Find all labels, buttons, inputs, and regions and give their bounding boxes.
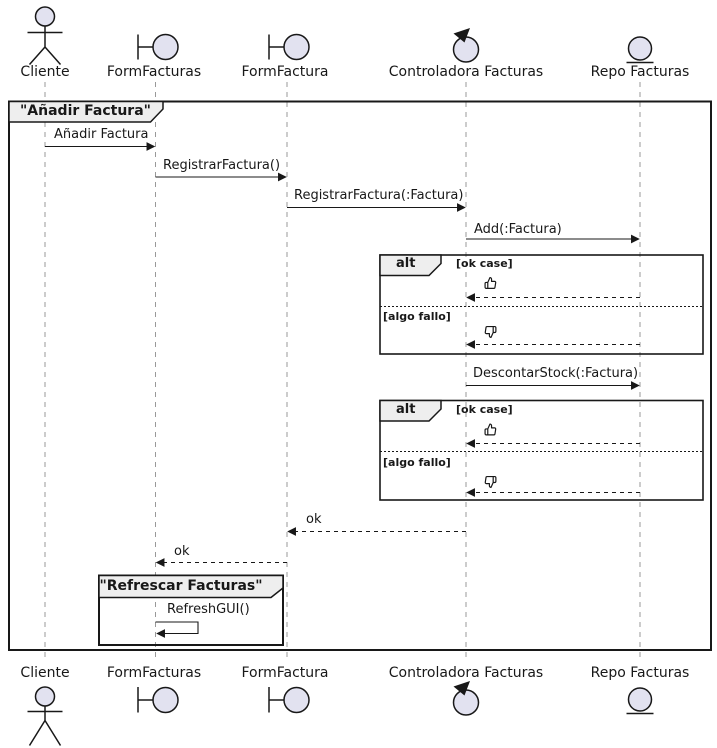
alt-1-guard-fail: [algo fallo] bbox=[383, 309, 451, 323]
boundary-icon bbox=[137, 686, 179, 714]
control-icon bbox=[452, 681, 480, 716]
message-label-registrar-factura-param: RegistrarFactura(:Factura) bbox=[294, 188, 464, 203]
participant-label-controladora-top: Controladora Facturas bbox=[388, 64, 544, 80]
message-label-registrar-factura: RegistrarFactura() bbox=[163, 157, 281, 173]
participant-label-controladora-bottom: Controladora Facturas bbox=[388, 665, 544, 681]
alt-2-operator: alt bbox=[396, 402, 416, 417]
alt-1-operator: alt bbox=[396, 256, 416, 271]
thumbs-down-icon bbox=[484, 475, 497, 488]
participant-icons-bottom bbox=[27, 681, 654, 746]
alt-1-guard-ok: [ok case] bbox=[456, 257, 513, 270]
participant-label-repo-bottom: Repo Facturas bbox=[590, 665, 690, 681]
alt-2-guard-fail: [algo fallo] bbox=[383, 455, 451, 469]
thumbs-down-icon bbox=[484, 325, 497, 338]
participant-label-formfacturas-top: FormFacturas bbox=[106, 64, 202, 80]
outer-frame bbox=[8, 100, 712, 651]
alt-fragment-2 bbox=[379, 399, 704, 501]
participant-label-repo-top: Repo Facturas bbox=[590, 64, 690, 80]
entity-icon bbox=[626, 687, 654, 715]
alt-2-guard-ok: [ok case] bbox=[456, 402, 513, 416]
message-label-ok-1: ok bbox=[306, 512, 322, 527]
message-label-anadir-factura: Añadir Factura bbox=[54, 127, 149, 142]
refrescar-frame bbox=[98, 574, 284, 646]
entity-icon bbox=[626, 36, 654, 64]
participant-label-formfactura-bottom: FormFactura bbox=[241, 665, 329, 681]
alt-1-operator-tab bbox=[379, 254, 442, 277]
participant-label-formfacturas-bottom: FormFacturas bbox=[106, 665, 202, 681]
participant-label-cliente-bottom: Cliente bbox=[20, 665, 70, 681]
participant-icons-top bbox=[27, 6, 654, 65]
participant-label-formfactura-top: FormFactura bbox=[241, 64, 329, 80]
alt-2-operator-tab bbox=[379, 399, 442, 422]
outer-frame-title-tab bbox=[8, 100, 164, 123]
boundary-icon bbox=[268, 33, 310, 61]
message-label-add-factura: Add(:Factura) bbox=[474, 221, 562, 237]
participant-label-cliente-top: Cliente bbox=[20, 64, 70, 80]
refrescar-frame-title: "Refrescar Facturas" bbox=[99, 578, 263, 594]
lifelines bbox=[44, 82, 641, 661]
message-label-descontar-stock: DescontarStock(:Factura) bbox=[473, 365, 639, 381]
actor-icon bbox=[27, 6, 63, 65]
thumbs-up-icon bbox=[484, 423, 497, 436]
arrow-refresh-gui-self bbox=[155, 621, 199, 638]
boundary-icon bbox=[268, 686, 310, 714]
actor-icon bbox=[27, 686, 63, 746]
alt-fragment-1 bbox=[379, 254, 704, 355]
message-arrows bbox=[45, 142, 640, 638]
message-label-refresh-gui: RefreshGUI() bbox=[167, 601, 250, 617]
thumbs-up-icon bbox=[484, 276, 497, 289]
control-icon bbox=[452, 28, 480, 63]
message-label-ok-2: ok bbox=[174, 543, 190, 559]
outer-frame-title: "Añadir Factura" bbox=[20, 102, 151, 119]
boundary-icon bbox=[137, 33, 179, 61]
refrescar-frame-title-tab bbox=[98, 574, 284, 599]
